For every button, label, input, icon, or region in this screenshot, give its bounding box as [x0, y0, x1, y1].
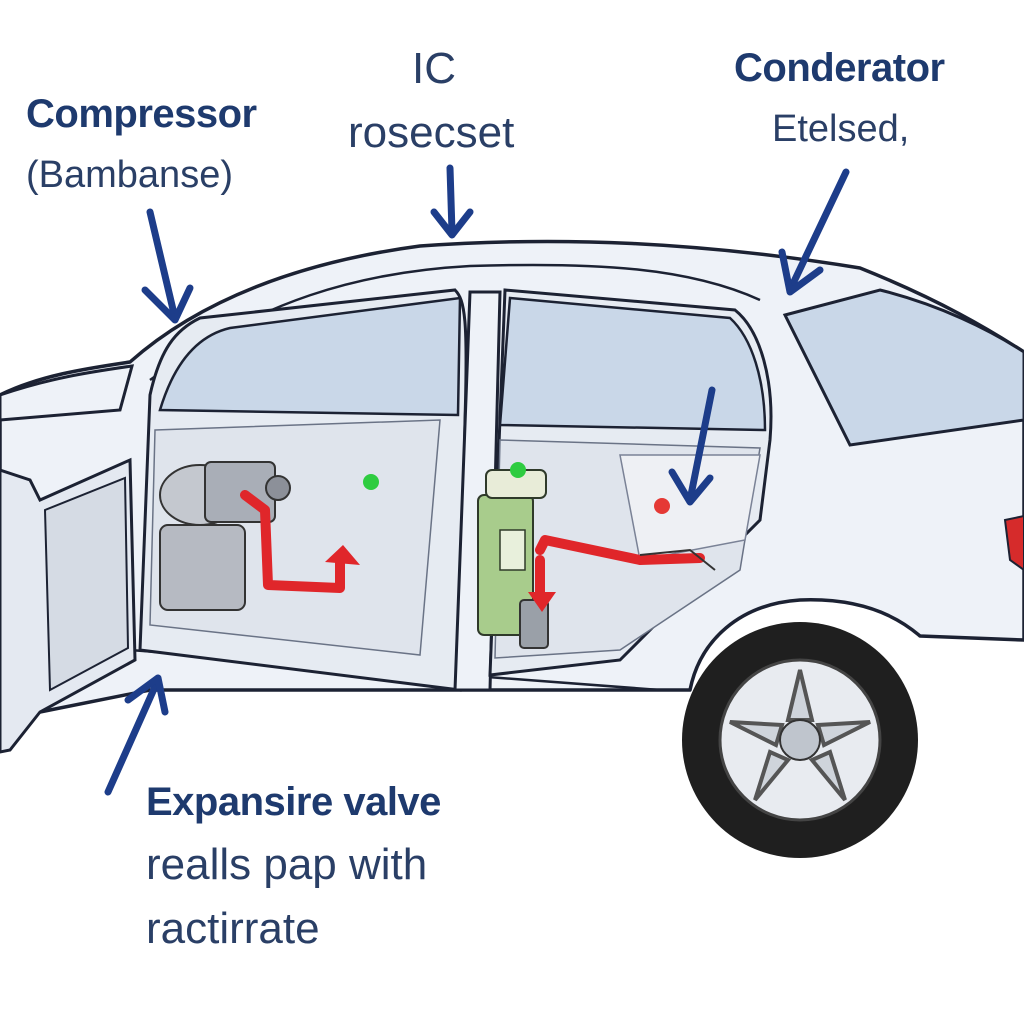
expansion-arrow — [104, 676, 162, 796]
condenser-label: Conderator — [734, 46, 945, 90]
wheel-icon — [682, 622, 918, 858]
expansion-valve-label: Expansire valve — [146, 780, 441, 824]
ic-label: IC — [412, 44, 456, 93]
compressor-label: Compressor — [26, 92, 257, 136]
front-window — [158, 296, 462, 417]
condenser-sublabel: Etelsed, — [772, 108, 910, 150]
flow-arrow-icon — [325, 545, 360, 565]
open-front-door — [0, 457, 137, 754]
tail-light — [1003, 514, 1024, 572]
condenser-arrow — [786, 168, 850, 294]
compressor-sublabel: (Bambanse) — [26, 154, 233, 196]
callout-arrows — [104, 164, 850, 796]
expansion-valve-line-3: ractirrate — [146, 904, 320, 953]
compressor-arrow — [146, 208, 179, 322]
flow-arrow-icon — [528, 592, 556, 612]
interior-arrow — [686, 386, 716, 504]
rear-side-window — [498, 296, 767, 432]
green-indicator — [363, 474, 379, 490]
ic-sublabel: rosecset — [348, 108, 515, 157]
ic-arrow — [446, 164, 456, 236]
expansion-valve-line-2: realls pap with — [146, 840, 428, 889]
rear-door-cutaway — [488, 288, 773, 677]
red-indicator — [654, 498, 670, 514]
green-indicator — [510, 462, 526, 478]
